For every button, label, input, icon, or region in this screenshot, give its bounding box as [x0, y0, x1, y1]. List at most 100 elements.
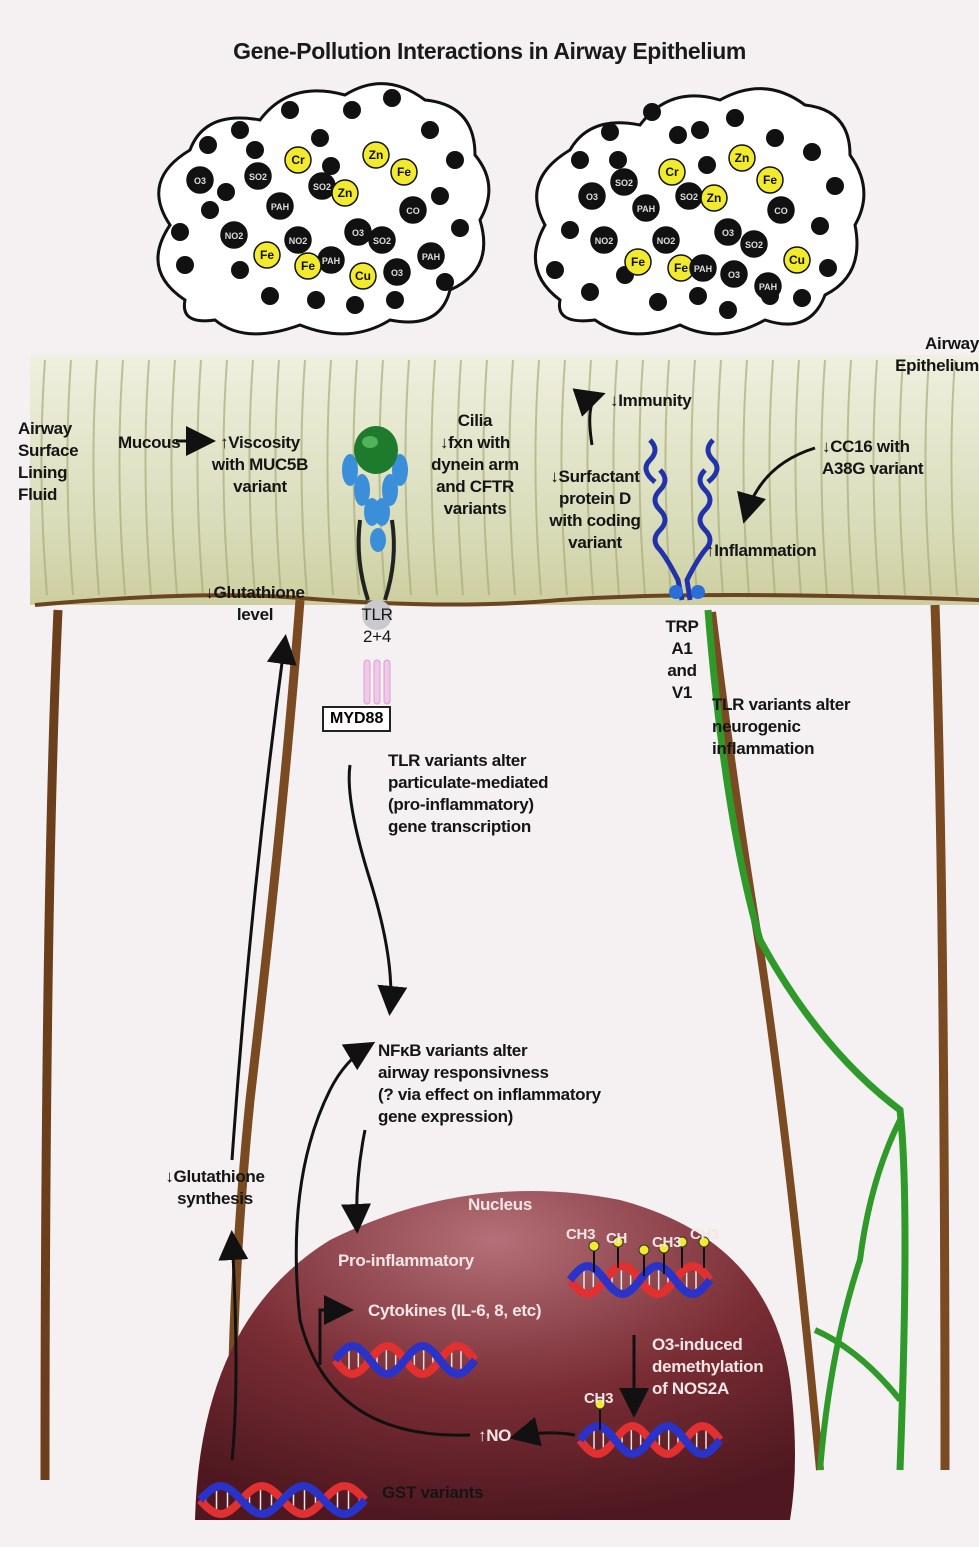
immunity-label: ↓Immunity [610, 390, 691, 412]
pollutant-particle: NO2 [285, 227, 311, 253]
svg-text:SO2: SO2 [680, 192, 698, 202]
svg-text:Cu: Cu [789, 253, 805, 267]
metal-particle: Cr [285, 147, 311, 173]
svg-text:Cr: Cr [291, 153, 305, 167]
svg-text:O3: O3 [722, 228, 734, 238]
svg-text:PAH: PAH [271, 202, 289, 212]
methyl-label-3: CH3 [652, 1232, 681, 1254]
pollutant-particle: PAH [690, 255, 716, 281]
particle [176, 256, 194, 274]
metal-particle: Zn [332, 180, 358, 206]
svg-text:SO2: SO2 [313, 182, 331, 192]
demethylation-label: O3-induceddemethylationof NOS2A [652, 1334, 763, 1400]
pollutant-particle: SO2 [245, 163, 271, 189]
svg-text:PAH: PAH [637, 204, 655, 214]
particle [819, 259, 837, 277]
pollutant-particle: PAH [418, 243, 444, 269]
viscosity-label: ↑Viscositywith MUC5Bvariant [210, 432, 310, 498]
svg-text:Zn: Zn [369, 148, 384, 162]
pollutant-particle: O3 [579, 183, 605, 209]
particle [322, 157, 340, 175]
pollutant-particle: PAH [633, 195, 659, 221]
particle [217, 183, 235, 201]
svg-text:Zn: Zn [338, 186, 353, 200]
svg-text:NO2: NO2 [657, 236, 676, 246]
metal-particle: Fe [254, 242, 280, 268]
svg-text:O3: O3 [586, 192, 598, 202]
particle [231, 261, 249, 279]
particle [601, 123, 619, 141]
metal-particle: Fe [757, 167, 783, 193]
svg-text:Cr: Cr [665, 165, 679, 179]
particle [431, 187, 449, 205]
myd88-box: MYD88 [322, 706, 391, 732]
svg-text:PAH: PAH [694, 264, 712, 274]
particle [343, 101, 361, 119]
metal-particle: Cr [659, 159, 685, 185]
svg-text:CO: CO [406, 206, 420, 216]
particle [649, 293, 667, 311]
svg-text:Zn: Zn [707, 191, 722, 205]
methyl-label-4: CH3 [690, 1224, 719, 1246]
svg-text:SO2: SO2 [615, 178, 633, 188]
svg-text:Fe: Fe [260, 248, 274, 262]
svg-text:O3: O3 [194, 176, 206, 186]
svg-text:Fe: Fe [631, 255, 645, 269]
svg-text:Fe: Fe [397, 165, 411, 179]
svg-text:O3: O3 [391, 268, 403, 278]
methyl-label-1: CH3 [566, 1224, 595, 1246]
svg-text:NO2: NO2 [225, 231, 244, 241]
pollutant-particle: NO2 [591, 227, 617, 253]
particle [201, 201, 219, 219]
particle [171, 223, 189, 241]
svg-text:Fe: Fe [763, 173, 777, 187]
svg-text:PAH: PAH [422, 252, 440, 262]
svg-text:SO2: SO2 [249, 172, 267, 182]
svg-text:Cu: Cu [355, 269, 371, 283]
pollutant-particle: NO2 [653, 227, 679, 253]
pollutant-particle: PAH [318, 247, 344, 273]
pollutant-particle: O3 [715, 219, 741, 245]
particle [307, 291, 325, 309]
pollutant-particle: PAH [267, 193, 293, 219]
particle [546, 261, 564, 279]
particle [386, 291, 404, 309]
pollutant-particle: O3 [345, 219, 371, 245]
metal-particle: Fe [625, 249, 651, 275]
pollutant-particle: SO2 [741, 231, 767, 257]
metal-particle: Zn [701, 185, 727, 211]
particle [346, 296, 364, 314]
pollutant-particle: SO2 [676, 183, 702, 209]
particle [689, 287, 707, 305]
particle [793, 289, 811, 307]
particle [311, 129, 329, 147]
svg-text:Fe: Fe [674, 261, 688, 275]
particle [436, 273, 454, 291]
particle [581, 283, 599, 301]
particle [231, 121, 249, 139]
methyl-label-bottom: CH3 [584, 1388, 613, 1410]
nfkb-label: NFκB variants alterairway responsivness(… [378, 1040, 601, 1128]
svg-text:SO2: SO2 [745, 240, 763, 250]
no-label: ↑NO [478, 1425, 511, 1447]
pollutant-particle: CO [768, 197, 794, 223]
particle [609, 151, 627, 169]
svg-text:SO2: SO2 [373, 236, 391, 246]
svg-text:O3: O3 [352, 228, 364, 238]
particle [451, 219, 469, 237]
pollutant-particle: O3 [721, 261, 747, 287]
pollutant-particle: CO [400, 197, 426, 223]
svg-text:NO2: NO2 [595, 236, 614, 246]
svg-text:O3: O3 [728, 270, 740, 280]
pollutant-particle: O3 [384, 259, 410, 285]
pollutant-particle: SO2 [369, 227, 395, 253]
svg-text:Zn: Zn [735, 151, 750, 165]
particle [719, 301, 737, 319]
